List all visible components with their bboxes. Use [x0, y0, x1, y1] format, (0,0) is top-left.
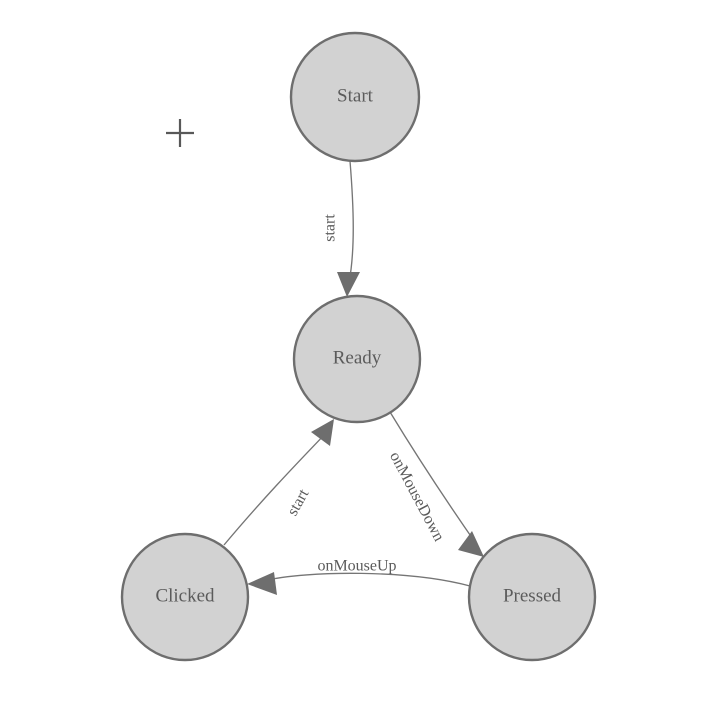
node-start-circle[interactable]	[289, 31, 421, 163]
edge-clicked-to-ready-path	[223, 431, 328, 546]
edge-ready-to-pressed-arrowhead	[458, 531, 484, 557]
node-ready[interactable]: Ready	[292, 294, 422, 424]
node-pressed[interactable]: Pressed	[467, 532, 597, 662]
node-ready-circle[interactable]	[292, 294, 422, 424]
edge-ready-to-pressed[interactable]	[389, 411, 484, 557]
node-clicked[interactable]: Clicked	[120, 532, 250, 662]
edge-clicked-to-ready[interactable]	[223, 419, 334, 546]
edge-clicked-to-ready-arrowhead	[311, 419, 334, 446]
node-clicked-label: Clicked	[155, 585, 215, 606]
edge-pressed-to-clicked-arrowhead	[247, 572, 277, 595]
node-start-label: Start	[337, 85, 374, 106]
edge-label-clicked-to-ready: start	[284, 486, 312, 519]
node-pressed-circle[interactable]	[467, 532, 597, 662]
node-clicked-circle[interactable]	[120, 532, 250, 662]
edge-label-pressed-to-clicked: onMouseUp	[317, 558, 396, 575]
edge-pressed-to-clicked[interactable]	[247, 572, 471, 595]
edge-ready-to-pressed-path	[389, 411, 478, 546]
edge-start-to-ready[interactable]	[337, 160, 360, 297]
node-start[interactable]: Start	[289, 31, 421, 163]
node-ready-label: Ready	[333, 347, 382, 368]
edge-label-ready-to-pressed: onMouseDown	[386, 449, 447, 544]
edge-start-to-ready-arrowhead	[337, 272, 360, 297]
node-pressed-label: Pressed	[503, 585, 562, 606]
edge-pressed-to-clicked-path	[261, 572, 471, 587]
edge-start-to-ready-path	[348, 160, 354, 284]
crosshair-icon	[166, 119, 194, 147]
edge-label-start-to-ready: start	[322, 214, 339, 242]
